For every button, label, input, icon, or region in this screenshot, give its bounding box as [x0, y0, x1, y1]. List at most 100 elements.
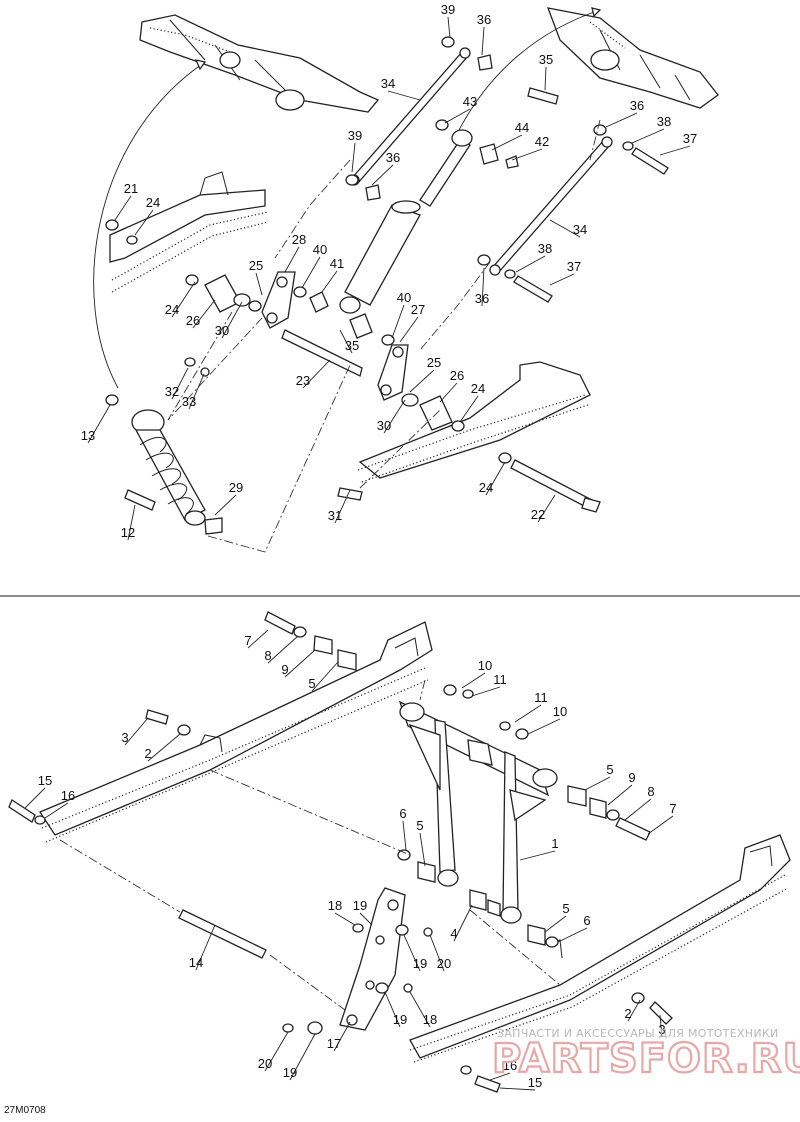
left-rail-upper [109, 171, 269, 293]
callout-leader [557, 927, 588, 943]
callout-number: 8 [647, 784, 654, 799]
callout-number: 32 [165, 384, 179, 399]
callout-leader [247, 629, 269, 649]
callout-leader [333, 1021, 351, 1052]
callout-leader [519, 850, 556, 861]
callout-leader [527, 718, 561, 735]
watermark: ЗАПЧАСТИ И АКСЕССУАРЫ ДЛЯ МОТОТЕХНИКИ PA… [491, 1027, 800, 1083]
callout-leader [511, 148, 543, 161]
callout-leader [659, 145, 691, 156]
lower-hardware [8, 611, 673, 1093]
callout-leader [607, 784, 633, 806]
callout-number: 36 [475, 291, 489, 306]
callout-leader [188, 373, 205, 410]
callout-leader [489, 1072, 511, 1081]
callout-leader [481, 267, 485, 307]
callout-leader [471, 686, 501, 697]
callout-top-19: 24 [165, 281, 196, 318]
callout-number: 15 [528, 1075, 542, 1090]
callout-bottom-17: 5 [416, 818, 426, 867]
callout-leader [321, 270, 338, 293]
callout-leader [284, 246, 300, 273]
callout-leader [402, 820, 407, 851]
callout-number: 9 [628, 770, 635, 785]
callout-leader [192, 299, 216, 329]
callout-leader [195, 924, 216, 971]
callout-number: 1 [551, 836, 558, 851]
callout-leader [267, 635, 299, 664]
callout-top-30: 23 [296, 359, 331, 389]
pivot-shaft-23 [281, 329, 363, 377]
callout-bottom-24: 5 [544, 901, 570, 933]
callout-leader [214, 494, 237, 516]
callout-number: 40 [397, 290, 411, 305]
callout-number: 37 [683, 131, 697, 146]
callout-number: 2 [144, 746, 151, 761]
callout-number: 19 [353, 898, 367, 913]
callout-bottom-16: 6 [399, 806, 407, 851]
callout-leader [544, 915, 567, 933]
callout-bottom-12: 8 [624, 784, 655, 821]
callout-bottom-6: 11 [514, 690, 548, 723]
callout-top-10: 39 [348, 128, 362, 173]
callout-leader [409, 991, 431, 1028]
callout-number: 36 [477, 12, 491, 27]
callout-number: 12 [121, 525, 135, 540]
callout-top-40: 22 [531, 494, 556, 523]
callout-number: 29 [229, 480, 243, 495]
callout-number: 2 [624, 1006, 631, 1021]
callout-leader [647, 815, 674, 835]
upper-assembly [93, 7, 719, 553]
callout-number: 19 [393, 1012, 407, 1027]
callout-leader [384, 991, 401, 1028]
callout-top-16: 41 [321, 256, 344, 293]
callout-bottom-0: 7 [244, 629, 269, 649]
callout-top-26: 37 [549, 259, 581, 286]
callout-leader [447, 16, 451, 39]
callout-number: 26 [450, 368, 464, 383]
callout-bottom-9: 2 [144, 733, 181, 762]
callout-bottom-15: 16 [44, 788, 75, 819]
callout-number: 24 [165, 302, 179, 317]
callout-top-8: 38 [631, 114, 671, 144]
callout-number: 36 [630, 98, 644, 113]
callout-leader [351, 142, 356, 173]
callout-top-34: 13 [81, 404, 111, 444]
watermark-brand: PARTSFOR.RU [492, 1036, 800, 1082]
callout-bottom-14: 15 [24, 773, 52, 809]
callout-top-0: 39 [441, 2, 455, 39]
callout-number: 11 [493, 672, 507, 687]
callout-leader [334, 489, 351, 524]
callout-leader [284, 649, 316, 678]
callout-leader [127, 504, 136, 541]
support-plate [339, 887, 406, 1031]
callout-leader [409, 369, 435, 393]
callout-bottom-32: 20 [258, 1031, 289, 1072]
callout-leader [87, 404, 111, 444]
frame-cross-shaft-right [546, 7, 719, 109]
callout-top-9: 37 [659, 131, 697, 156]
callout-bottom-23: 4 [450, 904, 473, 942]
callout-leader [631, 128, 665, 144]
callout-bottom-18: 1 [519, 836, 559, 861]
callout-bottom-3: 5 [308, 661, 339, 692]
callout-number: 20 [437, 956, 451, 971]
callout-leader [419, 832, 426, 867]
callout-leader [481, 26, 485, 56]
callout-leader [334, 912, 356, 926]
callout-number: 43 [463, 94, 477, 109]
callout-number: 38 [538, 241, 552, 256]
callout-top-17: 25 [249, 258, 263, 296]
callout-bottom-34: 16 [489, 1058, 517, 1081]
callout-number: 13 [81, 428, 95, 443]
callout-number: 10 [478, 658, 492, 673]
callout-number: 24 [146, 195, 160, 210]
callout-number: 37 [567, 259, 581, 274]
callout-top-14: 28 [284, 232, 306, 273]
callout-number: 7 [669, 801, 676, 816]
callout-leader [171, 281, 196, 318]
callout-number: 5 [562, 901, 569, 916]
callout-number: 25 [427, 355, 441, 370]
callout-bottom-26: 14 [189, 924, 216, 971]
callout-number: 7 [244, 633, 251, 648]
